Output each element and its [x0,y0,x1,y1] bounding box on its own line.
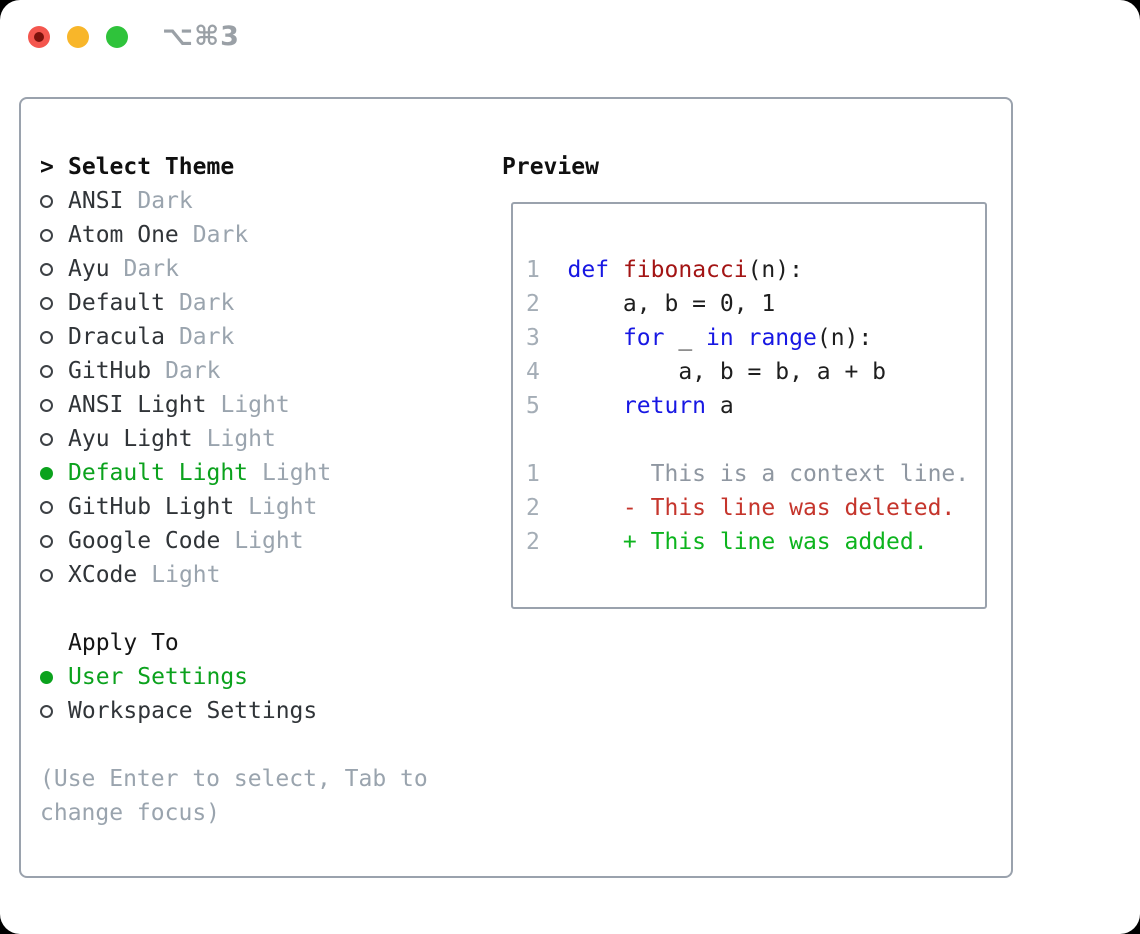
theme-option-ayu-dark[interactable]: Ayu Dark [40,252,428,286]
radio-icon [40,704,68,718]
line-number: 2 [526,495,540,521]
theme-variant: Light [151,562,221,588]
theme-option-github-light-light[interactable]: GitHub Light Light [40,490,428,524]
apply-option-workspace-settings[interactable]: Workspace Settings [40,694,428,728]
option-label: ANSI Light [68,392,207,418]
radio-selected-icon [40,670,68,684]
theme-option-ayu-light-light[interactable]: Ayu Light Light [40,422,428,456]
option-label: GitHub Light [68,494,235,520]
theme-option-default-dark[interactable]: Default Dark [40,286,428,320]
preview-line: 2 - This line was deleted. [526,491,985,525]
preview-blank-line [526,423,985,457]
option-label: Default Light [68,460,249,486]
focus-caret-icon: > [40,154,54,180]
line-number: 4 [526,359,540,385]
radio-icon [40,364,68,378]
radio-icon [40,330,68,344]
minimize-button[interactable] [67,26,89,48]
help-line: change focus) [40,800,221,826]
preview-line: 2 + This line was added. [526,525,985,559]
option-label: Workspace Settings [68,698,318,724]
preview-line: 4 a, b = b, a + b [526,355,985,389]
select-theme-header: > Select Theme [40,150,428,184]
radio-icon [40,194,68,208]
theme-variant: Dark [178,324,235,350]
line-number: 1 [526,461,540,487]
theme-option-ansi-dark[interactable]: ANSI Dark [40,184,428,218]
option-label: Ayu [68,256,110,282]
theme-variant: Light [220,392,290,418]
line-number: 3 [526,325,540,351]
theme-option-dracula-dark[interactable]: Dracula Dark [40,320,428,354]
option-label: Default [68,290,165,316]
theme-option-xcode-light[interactable]: XCode Light [40,558,428,592]
option-label: XCode [68,562,138,588]
radio-icon [40,500,68,514]
apply-option-user-settings[interactable]: User Settings [40,660,428,694]
theme-variant: Dark [123,256,179,282]
radio-icon [40,228,68,242]
theme-variant: Light [248,494,318,520]
preview-line: 2 a, b = 0, 1 [526,287,985,321]
theme-option-ansi-light-light[interactable]: ANSI Light Light [40,388,428,422]
preview-line: 1 This is a context line. [526,457,985,491]
option-label: Google Code [68,528,221,554]
theme-option-default-light-light[interactable]: Default Light Light [40,456,428,490]
radio-icon [40,534,68,548]
theme-option-atom-one-dark[interactable]: Atom One Dark [40,218,428,252]
preview-line: 1 def fibonacci(n): [526,253,985,287]
theme-variant: Dark [165,358,221,384]
radio-icon [40,568,68,582]
option-label: Ayu Light [68,426,193,452]
theme-variant: Light [234,528,304,554]
preview-line: 3 for _ in range(n): [526,321,985,355]
line-number: 2 [526,291,540,317]
theme-option-google-code-light[interactable]: Google Code Light [40,524,428,558]
traffic-lights [28,26,128,48]
option-label: ANSI [68,188,124,214]
theme-variant: Light [206,426,276,452]
select-theme-label: Select Theme [68,154,235,180]
radio-icon [40,398,68,412]
theme-variant: Dark [137,188,193,214]
help-text: (Use Enter to select, Tab to change focu… [40,762,428,830]
line-number: 1 [526,257,540,283]
radio-icon [40,296,68,310]
radio-selected-icon [40,466,68,480]
close-button[interactable] [28,26,50,48]
theme-variant: Dark [178,290,235,316]
help-line: (Use Enter to select, Tab to [40,766,428,792]
theme-variant: Light [262,460,332,486]
preview-line: 5 return a [526,389,985,423]
radio-icon [40,432,68,446]
theme-variant: Dark [192,222,249,248]
apply-to-label: Apply To [68,630,179,656]
zoom-button[interactable] [106,26,128,48]
line-number: 5 [526,393,540,419]
option-label: Atom One [68,222,179,248]
preview-title: Preview [502,154,599,180]
line-number: 2 [526,529,540,555]
titlebar-shortcut: ⌥⌘3 [162,21,240,52]
option-label: Dracula [68,324,165,350]
option-label: GitHub [68,358,152,384]
option-label: User Settings [68,664,249,690]
theme-option-github-dark[interactable]: GitHub Dark [40,354,428,388]
apply-to-header: Apply To [40,626,428,660]
radio-icon [40,262,68,276]
